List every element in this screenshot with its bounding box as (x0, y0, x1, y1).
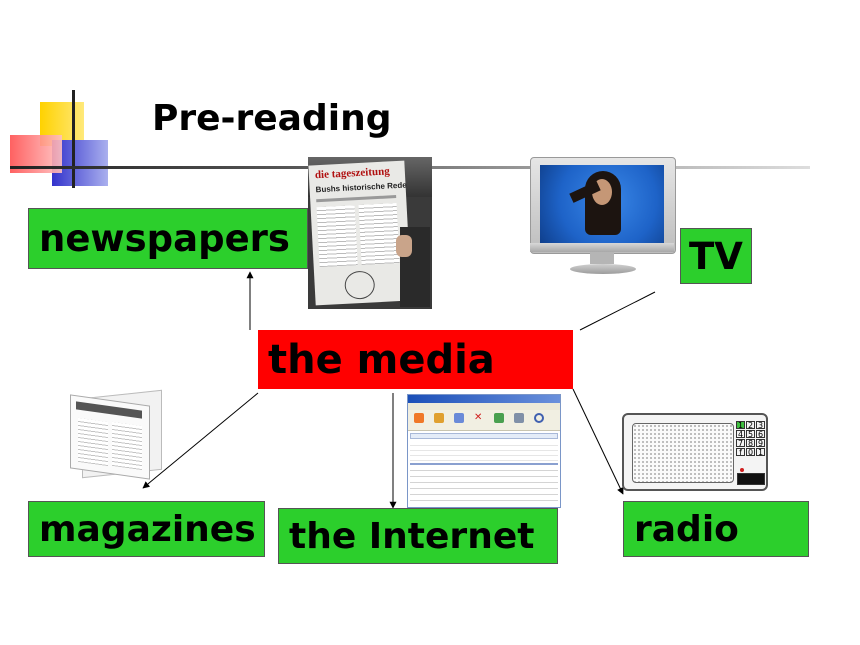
radio-key: 9 (756, 439, 765, 448)
newspaper-masthead: die tageszeitung (314, 165, 390, 182)
label-tv-text: TV (689, 234, 743, 278)
radio-key: 6 (756, 430, 765, 439)
radio-display (737, 473, 765, 485)
radio-indicator (740, 468, 744, 472)
tv-image (530, 157, 676, 279)
newspaper-photo: die tageszeitung Bushs historische Rede (308, 157, 432, 309)
radio-key: 7 (736, 439, 745, 448)
radio-key: 4 (736, 430, 745, 439)
radio-speaker-grille (632, 423, 734, 483)
radio-key: 8 (746, 439, 755, 448)
internet-screenshot: ✕ (407, 394, 561, 508)
line-to-tv (579, 291, 656, 331)
newspaper-headline: Bushs historische Rede (315, 180, 407, 195)
label-newspapers-text: newspapers (39, 217, 290, 260)
page-title: Pre-reading (152, 98, 392, 139)
radio-key: 1 (736, 421, 745, 430)
label-radio: radio (623, 501, 809, 557)
deco-vertical-line (72, 90, 75, 188)
label-radio-text: radio (634, 508, 739, 550)
arrow-to-magazines (142, 392, 259, 489)
label-magazines: magazines (28, 501, 265, 557)
radio-key: f (736, 448, 745, 457)
arrow-to-radio (572, 388, 624, 495)
radio-image: 1 2 3 4 5 6 7 8 9 f 0 1 (622, 413, 768, 491)
radio-key: 2 (746, 421, 755, 430)
label-internet: the Internet (278, 508, 558, 564)
radio-key: 1 (756, 448, 765, 457)
radio-keypad: 1 2 3 4 5 6 7 8 9 f 0 1 (736, 421, 765, 465)
label-internet-text: the Internet (289, 515, 535, 557)
label-the-media-text: the media (268, 336, 495, 383)
label-newspapers: newspapers (28, 208, 308, 269)
radio-key: 3 (756, 421, 765, 430)
radio-key: 0 (746, 448, 755, 457)
corner-decoration (0, 90, 130, 190)
magazines-image (70, 389, 166, 480)
label-magazines-text: magazines (39, 508, 256, 550)
label-the-media: the media (258, 330, 573, 389)
radio-key: 5 (746, 430, 755, 439)
label-tv: TV (680, 228, 752, 284)
